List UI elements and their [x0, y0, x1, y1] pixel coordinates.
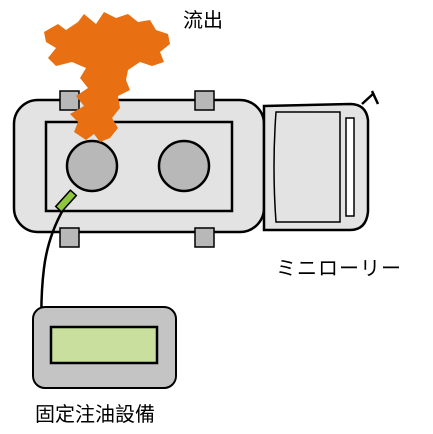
lorry-mirror: [361, 92, 375, 105]
tank-bracket-top-left: [59, 90, 80, 111]
tank-bracket-top-right: [194, 90, 215, 111]
spill-label: 流出: [183, 8, 223, 32]
fuel-nozzle: [54, 189, 78, 213]
tank-bracket-bottom-right: [194, 227, 215, 248]
lorry-front-bar: [345, 117, 355, 217]
tank-cap-right: [157, 139, 211, 193]
mini-lorry-label: ミニローリー: [276, 256, 402, 280]
dispenser-display: [49, 325, 159, 365]
lorry-mirror-tip: [370, 90, 380, 105]
tank-bracket-bottom-left: [59, 227, 80, 248]
oil-spill: [44, 12, 170, 142]
lorry-windshield: [273, 111, 341, 223]
fixed-fueling-equipment-label: 固定注油設備: [35, 402, 155, 426]
tank-cap-left: [65, 139, 119, 193]
